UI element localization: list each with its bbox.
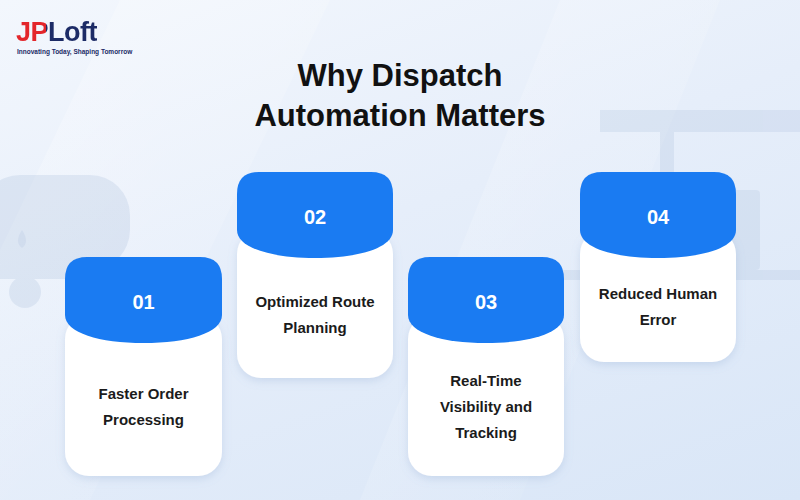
- card-label: Reduced Human Error: [590, 281, 726, 333]
- card-outline: [65, 257, 222, 476]
- feature-card: 01Faster Order Processing: [65, 257, 222, 476]
- logo-text: JPLoft: [16, 16, 97, 48]
- step-number: 04: [580, 202, 736, 232]
- card-tab: [580, 172, 736, 258]
- card-tab: [237, 172, 393, 258]
- step-number: 02: [237, 202, 393, 232]
- card-text-area: Faster Order Processing: [75, 347, 212, 466]
- feature-card: 04Reduced Human Error: [580, 172, 736, 362]
- card-outline: [580, 172, 736, 362]
- step-number: 03: [408, 287, 564, 317]
- card-tab: [408, 257, 564, 343]
- step-number: 01: [65, 287, 222, 317]
- card-text-area: Real-Time Visibility and Tracking: [418, 347, 554, 466]
- card-text-area: Reduced Human Error: [590, 262, 726, 352]
- tagline-text: Innovating Today, Shaping Tomorrow: [17, 48, 132, 55]
- card-outline: [408, 257, 564, 476]
- feature-card: 02Optimized Route Planning: [237, 172, 393, 378]
- card-outline: [237, 172, 393, 378]
- card-label: Optimized Route Planning: [247, 289, 383, 341]
- card-tab: [65, 257, 222, 343]
- card-text-area: Optimized Route Planning: [247, 262, 383, 368]
- diagram-title: Why Dispatch Automation Matters: [225, 56, 575, 136]
- feature-card: 03Real-Time Visibility and Tracking: [408, 257, 564, 476]
- card-label: Real-Time Visibility and Tracking: [418, 368, 554, 446]
- card-label: Faster Order Processing: [75, 381, 212, 433]
